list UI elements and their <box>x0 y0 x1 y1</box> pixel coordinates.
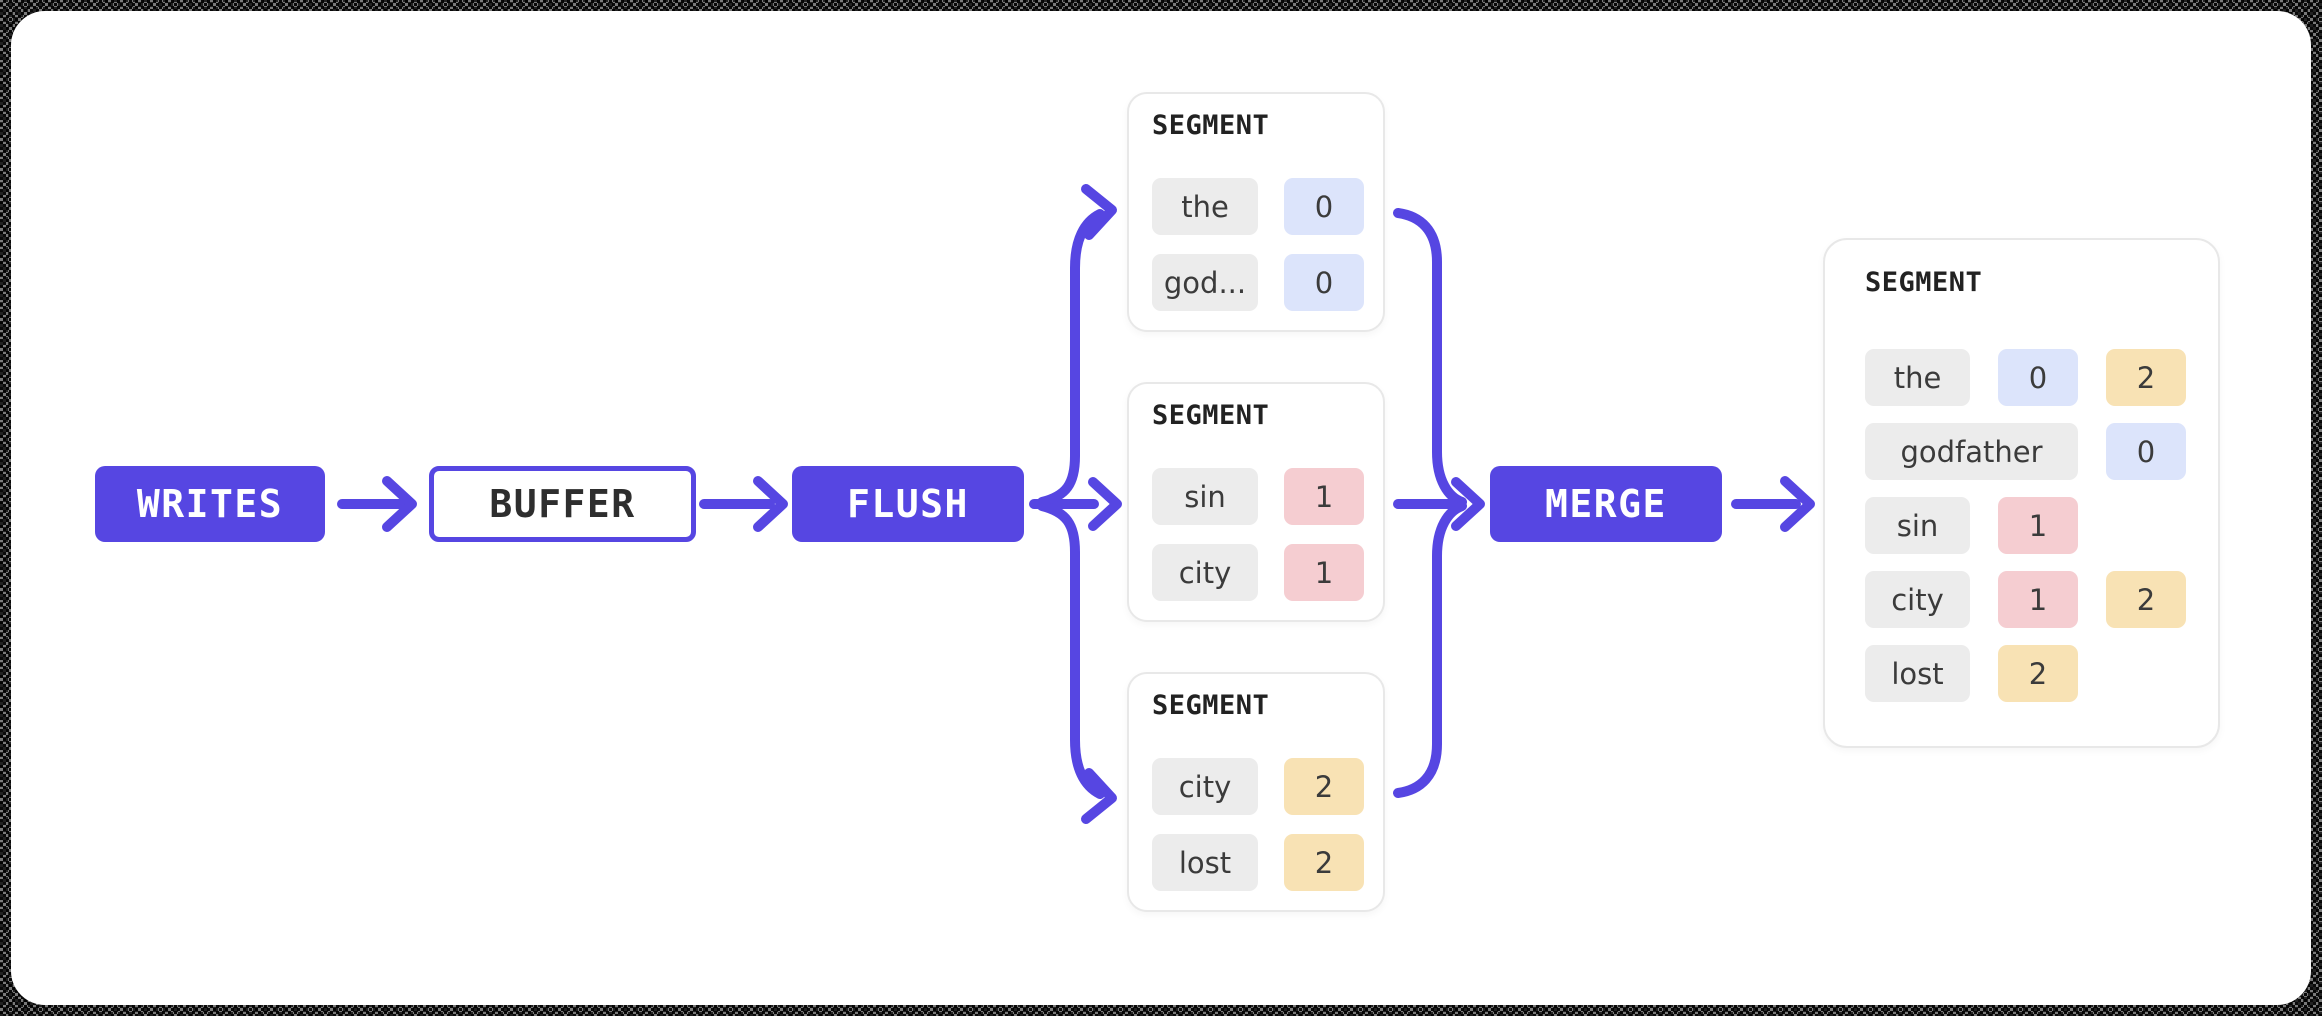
term-pill: lost <box>1865 645 1970 702</box>
term-pill: godfather <box>1865 423 2078 480</box>
arrow-flush-fork <box>1029 184 1122 824</box>
doc-id-badge: 1 <box>1998 571 2078 628</box>
arrow-merge-to-segment <box>1731 476 1815 532</box>
doc-id-badge: 0 <box>1284 254 1364 311</box>
node-flush: FLUSH <box>792 466 1024 542</box>
term-pill: the <box>1865 349 1970 406</box>
segment-card-middle: SEGMENT sin 1 city 1 <box>1127 382 1385 622</box>
doc-id-badge: 1 <box>1998 497 2078 554</box>
arrow-buffer-to-flush <box>699 476 788 532</box>
node-buffer: BUFFER <box>429 466 696 542</box>
term-pill: the <box>1152 178 1258 235</box>
segment-card-bottom: SEGMENT city 2 lost 2 <box>1127 672 1385 912</box>
term-pill: city <box>1865 571 1970 628</box>
doc-id-badge: 0 <box>1284 178 1364 235</box>
term-pill: sin <box>1152 468 1258 525</box>
segment-card-top: SEGMENT the 0 god... 0 <box>1127 92 1385 332</box>
doc-id-badge: 2 <box>1998 645 2078 702</box>
segment-rows: sin 1 city 1 <box>1152 468 1364 601</box>
segment-title: SEGMENT <box>1152 690 1270 721</box>
doc-id-badge: 0 <box>1998 349 2078 406</box>
term-pill: lost <box>1152 834 1258 891</box>
segment-title: SEGMENT <box>1152 110 1270 141</box>
doc-id-badge: 2 <box>1284 758 1364 815</box>
doc-id-badge: 2 <box>2106 571 2186 628</box>
term-pill: city <box>1152 544 1258 601</box>
term-pill: city <box>1152 758 1258 815</box>
segment-rows: city 2 lost 2 <box>1152 758 1364 891</box>
node-writes: WRITES <box>95 466 325 542</box>
term-pill: sin <box>1865 497 1970 554</box>
doc-id-badge: 2 <box>2106 349 2186 406</box>
node-merge: MERGE <box>1490 466 1722 542</box>
segment-rows: the 0 god... 0 <box>1152 178 1364 311</box>
arrow-writes-to-buffer <box>337 476 417 532</box>
doc-id-badge: 1 <box>1284 468 1364 525</box>
segment-title: SEGMENT <box>1865 267 1983 298</box>
doc-id-badge: 1 <box>1284 544 1364 601</box>
segment-title: SEGMENT <box>1152 400 1270 431</box>
doc-id-badge: 2 <box>1284 834 1364 891</box>
doc-id-badge: 0 <box>2106 423 2186 480</box>
term-pill: god... <box>1152 254 1258 311</box>
arrow-segments-converge-to-merge <box>1393 208 1485 798</box>
